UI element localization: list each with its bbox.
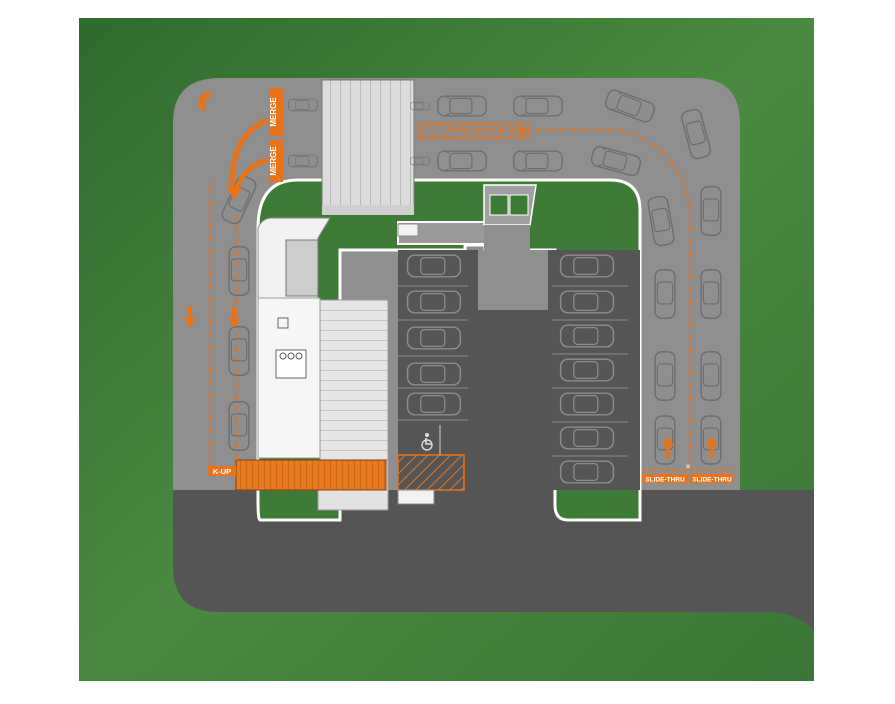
canopy-roof (321, 79, 415, 207)
merge-label-2: MERGE (269, 146, 278, 176)
slide-thru-sign-1 (642, 474, 688, 483)
pickup-label: K-UP (213, 467, 231, 476)
wheelchair-icon (421, 433, 433, 451)
tunnel-canopy (319, 299, 389, 461)
arrow-icon (226, 186, 242, 200)
merge-label-1: MERGE (269, 97, 278, 127)
hatched-zone-north (417, 123, 529, 139)
equipment-icon (287, 352, 295, 360)
planter-2 (509, 194, 529, 216)
entry-lane (484, 225, 530, 310)
stall-lines (398, 285, 628, 457)
arrow-icon (520, 126, 526, 138)
equipment-box (275, 349, 307, 379)
right-curb-strip (628, 250, 640, 490)
pickup-sign (208, 466, 236, 476)
merge-curve-arrow (229, 117, 269, 191)
hatched-zone-south (397, 454, 465, 491)
canopy-edge (322, 205, 414, 215)
arrow-icon (196, 92, 212, 112)
orange-deck (235, 459, 387, 491)
arrow-icon (662, 436, 674, 458)
curb-marker-entry (397, 223, 419, 237)
equipment-icon (295, 352, 303, 360)
merge-sign-2 (269, 140, 283, 182)
parking-row-right (548, 250, 628, 490)
arrow-icon (706, 436, 718, 458)
bottom-road (173, 490, 814, 630)
arrow-icon (184, 306, 196, 328)
parking-row-left (398, 250, 478, 490)
planter-1 (489, 194, 509, 216)
slide-thru-label-2: SLIDE-THRU (692, 477, 732, 484)
merge-sign-1 (269, 88, 283, 136)
building-core (285, 239, 319, 297)
slide-thru-sign-2 (690, 474, 734, 483)
equipment-icon (279, 352, 287, 360)
route-top-right (450, 129, 691, 470)
curb-marker-south (397, 489, 435, 505)
slide-thru-label-1: SLIDE-THRU (645, 477, 685, 484)
arrow-icon (228, 306, 240, 328)
parking-aisle (478, 310, 548, 490)
route-lines (209, 129, 691, 470)
fixture-box (277, 317, 289, 329)
slide-thru-marker: ✕ (685, 464, 691, 471)
arrow-icon (184, 92, 718, 458)
